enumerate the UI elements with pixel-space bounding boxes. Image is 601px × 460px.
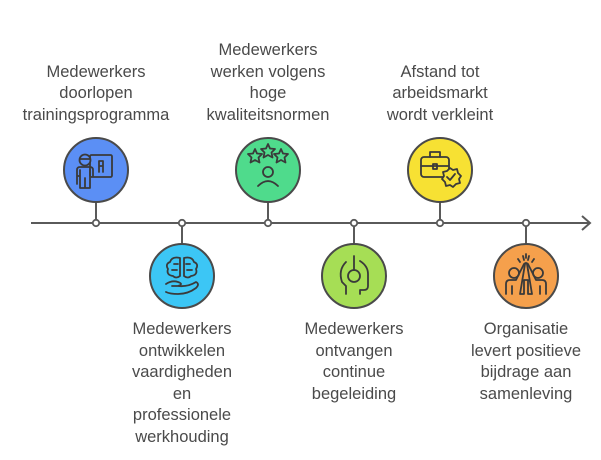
step-label-line: Medewerkers (46, 62, 146, 81)
step-label-line: arbeidsmarkt (392, 84, 488, 102)
step-label-labor-market: Afstand tot arbeidsmarkt wordt verkleint (355, 62, 525, 127)
step-label-line: professionele (132, 406, 232, 424)
step-label-line: kwaliteitsnormen (206, 105, 330, 124)
timeline-marker (263, 218, 273, 228)
step-label-line: vaardigheden (132, 363, 232, 381)
step-circle (149, 243, 215, 309)
timeline-step-labor-market (407, 137, 473, 228)
step-label-line: levert positieve (470, 341, 582, 360)
step-circle (493, 243, 559, 309)
step-label-skills: Medewerkers ontwikkelen vaardigheden en prof… (97, 319, 267, 448)
timeline-step-society (493, 218, 559, 309)
head-guidance-icon (339, 255, 369, 295)
step-label-line: en (172, 384, 192, 403)
step-label-line: werken volgens (210, 62, 326, 81)
step-circle (63, 137, 129, 203)
step-circle (235, 137, 301, 203)
timeline-step-guidance (321, 218, 387, 309)
step-label-training: Medewerkers doorlopen trainingsprogramma (11, 62, 181, 127)
step-label-line: ontvangen (315, 341, 393, 360)
step-label-line: begeleiding (311, 384, 397, 403)
step-label-line: ontwikkelen (138, 341, 226, 360)
step-label-line: wordt verkleint (386, 105, 494, 124)
timeline-arrowhead (581, 215, 592, 231)
step-label-guidance: Medewerkers ontvangen continue begeleiding (269, 319, 439, 405)
timeline-marker (521, 218, 531, 228)
teacher-board-icon (76, 153, 113, 189)
step-label-line: Afstand tot (400, 62, 480, 81)
step-label-line: Medewerkers (132, 320, 232, 338)
step-label-line: samenleving (479, 384, 573, 403)
step-label-society: Organisatie levert positieve bijdrage aan s… (441, 319, 601, 405)
high-five-icon (505, 253, 547, 295)
brain-in-hand-icon (165, 256, 199, 295)
step-label-line: continue (322, 363, 386, 381)
timeline-marker (349, 218, 359, 228)
step-label-line: Medewerkers (304, 320, 404, 338)
step-circle (321, 243, 387, 309)
step-label-line: trainingsprogramma (22, 105, 170, 124)
timeline-step-skills (149, 218, 215, 309)
timeline-marker (435, 218, 445, 228)
timeline-step-quality (235, 137, 301, 228)
step-label-line: werkhouding (135, 427, 229, 446)
timeline-marker (91, 218, 101, 228)
step-label-line: Organisatie (483, 320, 569, 338)
person-three-stars-icon (247, 143, 289, 187)
step-label-line: hoge (249, 84, 287, 102)
step-label-quality: Medewerkers werken volgens hoge kwaliteitsn… (183, 40, 353, 126)
step-circle (407, 137, 473, 203)
timeline-marker (177, 218, 187, 228)
timeline-step-training (63, 137, 129, 228)
step-label-line: doorlopen (59, 84, 133, 102)
step-label-line: Medewerkers (218, 41, 318, 59)
step-label-line: bijdrage aan (480, 363, 572, 381)
briefcase-badge-check-icon (420, 151, 462, 188)
